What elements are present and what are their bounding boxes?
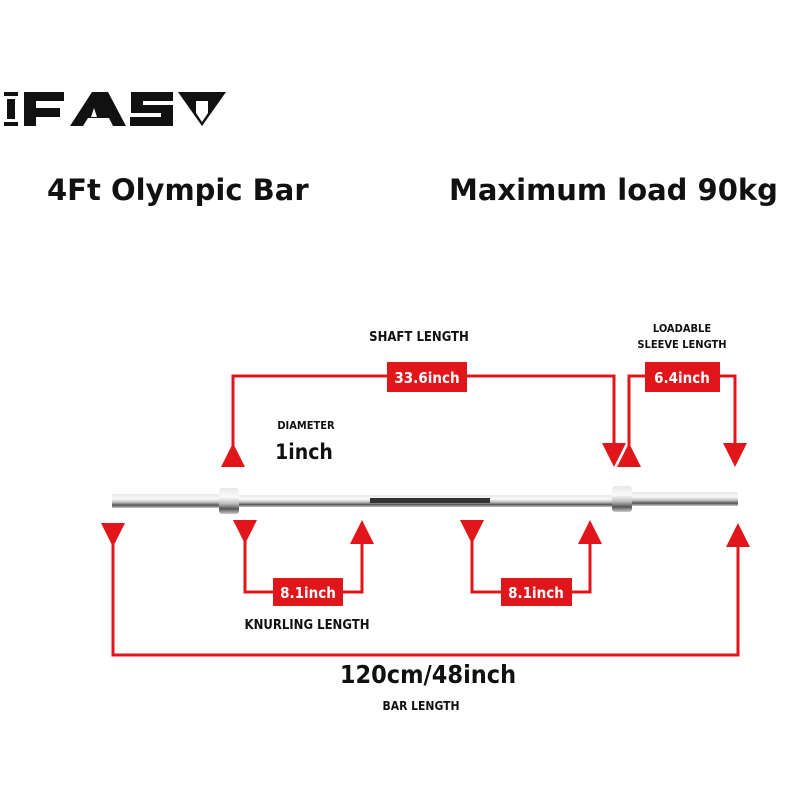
sleeve-label-2: SLEEVE LENGTH <box>637 338 726 351</box>
ifast-logo <box>4 92 226 126</box>
knurling-right-value: 8.1inch <box>508 584 564 602</box>
bar-length-label: BAR LENGTH <box>383 699 460 713</box>
dimension-lines <box>101 374 750 657</box>
shaft-length-label: SHAFT LENGTH <box>369 330 469 345</box>
product-title: 4Ft Olympic Bar <box>47 173 309 207</box>
value-boxes <box>273 362 720 606</box>
diameter-label: DIAMETER <box>277 419 335 432</box>
shaft-value: 33.6inch <box>394 369 459 387</box>
max-load-text: Maximum load 90kg <box>449 173 778 207</box>
knurling-length-label: KNURLING LENGTH <box>245 618 370 633</box>
barbell-image <box>112 486 738 514</box>
knurling-left-value: 8.1inch <box>280 584 336 602</box>
diameter-value: 1inch <box>275 440 333 464</box>
sleeve-label-1: LOADABLE <box>653 322 711 335</box>
bar-length-value: 120cm/48inch <box>340 660 516 689</box>
sleeve-value: 6.4inch <box>654 369 710 387</box>
